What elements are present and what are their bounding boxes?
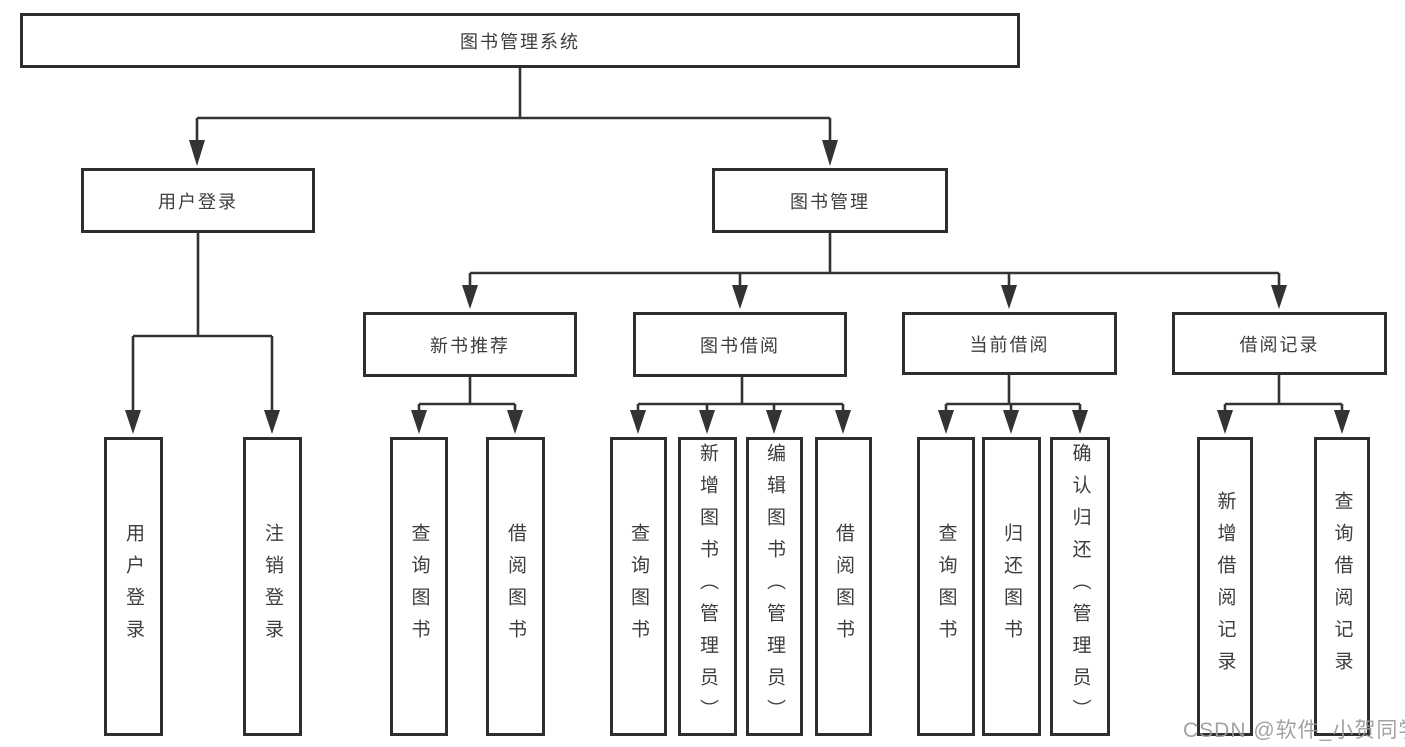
leaf-add-borrow-record: 新增借阅记录 [1197,437,1253,736]
leaf-add-books-admin: 新增图书（管理员） [678,437,737,736]
arrowhead-icons [125,140,1350,434]
edge-book-mgmt-children [468,233,1281,287]
leaf-query-borrow-record-label: 查询借阅记录 [1331,490,1353,683]
leaf-return-books-label: 归还图书 [1001,522,1022,651]
leaf-newrec-query-books-label: 查询图书 [408,522,430,651]
leaf-newrec-borrow-books-label: 借阅图书 [505,522,526,651]
leaf-user-login: 用户登录 [104,437,163,736]
edge-borrow-records-children [1223,375,1344,412]
leaf-borrow-query-books-label: 查询图书 [628,522,649,651]
leaf-borrow-books-label: 借阅图书 [833,522,854,651]
edge-new-book-children [417,377,517,412]
leaf-logout-label: 注销登录 [262,522,283,651]
leaf-edit-books-admin-label: 编辑图书（管理员） [764,442,785,731]
node-current-borrow: 当前借阅 [902,312,1117,375]
node-root-label: 图书管理系统 [460,31,580,52]
leaf-newrec-borrow-books: 借阅图书 [486,437,545,736]
leaf-edit-books-admin: 编辑图书（管理员） [746,437,803,736]
leaf-borrow-query-books: 查询图书 [610,437,667,736]
node-borrow-records-label: 借阅记录 [1239,334,1320,355]
edge-user-login-children [131,233,274,412]
edge-book-borrow-children [636,377,845,412]
csdn-watermark: CSDN @软件_小贺同学 [1183,719,1405,742]
node-book-borrow: 图书借阅 [633,312,847,377]
leaf-current-query-books-label: 查询图书 [935,522,957,651]
leaf-newrec-query-books: 查询图书 [390,437,448,736]
node-current-borrow-label: 当前借阅 [969,334,1050,355]
node-root: 图书管理系统 [20,13,1020,68]
leaf-return-books: 归还图书 [982,437,1041,736]
leaf-current-query-books: 查询图书 [917,437,975,736]
leaf-confirm-return-admin-label: 确认归还（管理员） [1069,442,1091,731]
node-new-book-rec-label: 新书推荐 [430,335,510,356]
node-borrow-records: 借阅记录 [1172,312,1387,375]
leaf-logout: 注销登录 [243,437,302,736]
edge-root-to-level2 [195,68,832,141]
leaf-query-borrow-record: 查询借阅记录 [1314,437,1370,736]
node-new-book-rec: 新书推荐 [363,312,577,377]
leaf-user-login-label: 用户登录 [123,522,144,651]
node-user-login-label: 用户登录 [158,191,238,212]
leaf-add-borrow-record-label: 新增借阅记录 [1214,490,1236,683]
leaf-borrow-books: 借阅图书 [815,437,872,736]
node-book-borrow-label: 图书借阅 [700,335,780,356]
node-book-mgmt: 图书管理 [712,168,948,233]
leaf-add-books-admin-label: 新增图书（管理员） [697,442,718,731]
edge-current-borrow-children [944,375,1082,412]
node-book-mgmt-label: 图书管理 [790,191,870,212]
leaf-confirm-return-admin: 确认归还（管理员） [1050,437,1110,736]
node-user-login: 用户登录 [81,168,315,233]
